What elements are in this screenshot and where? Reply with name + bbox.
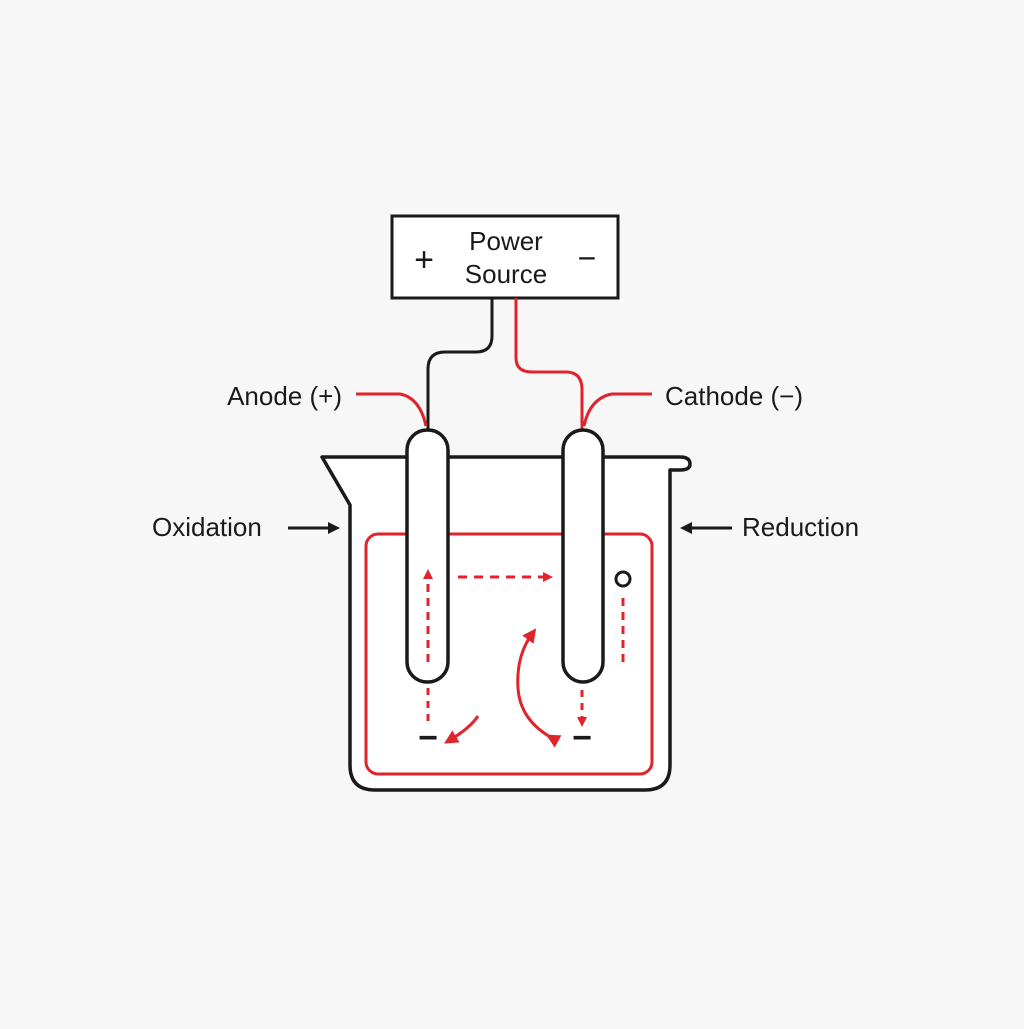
gas-bubble-icon	[614, 570, 632, 588]
circulation-curved-arrow	[516, 628, 562, 748]
cathode-leader-line	[582, 392, 652, 427]
left-ion-mark: −	[418, 719, 438, 757]
anode-label: Anode (+)	[227, 381, 342, 411]
positive-terminal-symbol: +	[414, 241, 434, 279]
cathode-electrode	[561, 428, 605, 684]
right-ion-mark: −	[572, 719, 592, 757]
oxidation-label: Oxidation	[152, 512, 262, 542]
cathode-wire	[514, 298, 584, 430]
reduction-label: Reduction	[742, 512, 859, 542]
cathode-label: Cathode (−)	[665, 381, 803, 411]
anode-electrode	[405, 428, 450, 684]
power-source: Power Source + −	[390, 214, 620, 300]
negative-terminal-symbol: −	[578, 240, 597, 276]
beaker	[320, 455, 692, 792]
anode-wire	[426, 298, 494, 430]
anode-leader-line	[356, 392, 428, 427]
power-source-label-line1: Power	[469, 226, 543, 256]
electrolyte-solution	[364, 532, 654, 776]
anode-curved-arrow	[443, 715, 480, 744]
power-source-label-line2: Source	[465, 259, 547, 289]
power-source-box	[390, 214, 620, 300]
